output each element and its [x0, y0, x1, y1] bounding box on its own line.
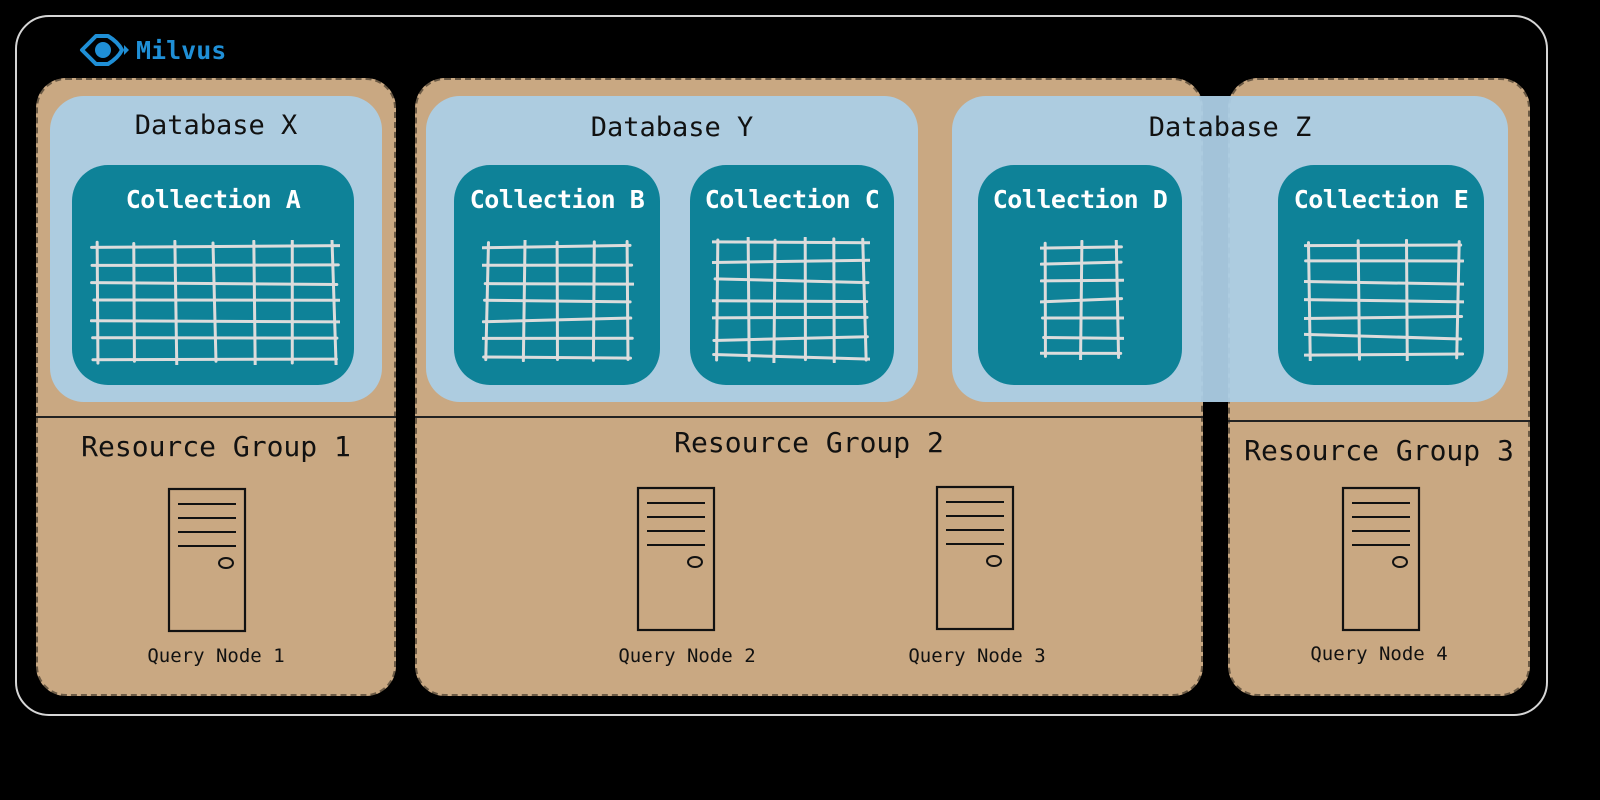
table-grid-icon [482, 240, 634, 362]
resource-group-divider [415, 416, 1203, 418]
collection-title: Collection C [704, 185, 880, 214]
resource-group-divider [1228, 420, 1530, 422]
brand-name: Milvus [136, 35, 227, 65]
query-node-label: Query Node 1 [147, 645, 285, 667]
collection-title: Collection D [992, 185, 1168, 214]
table-grid-icon [712, 237, 870, 363]
database-title: Database Y [590, 112, 754, 143]
server-icon [167, 487, 247, 633]
collection-a: Collection A [72, 165, 354, 385]
collection-title: Collection E [1293, 185, 1469, 214]
milvus-eye-icon [80, 34, 129, 66]
database-title: Database Z [1148, 112, 1312, 143]
table-grid-icon [1040, 240, 1124, 360]
resource-group-title: Resource Group 3 [1244, 434, 1514, 467]
collection-title: Collection B [469, 185, 645, 214]
collection-d: Collection D [978, 165, 1182, 385]
collection-c: Collection C [690, 165, 894, 385]
query-node-label: Query Node 3 [908, 645, 1046, 667]
collection-e: Collection E [1278, 165, 1484, 385]
query-node-label: Query Node 4 [1310, 643, 1448, 665]
collection-b: Collection B [454, 165, 660, 385]
query-node-label: Query Node 2 [618, 645, 756, 667]
resource-group-divider [36, 416, 396, 418]
server-icon [636, 486, 716, 632]
table-grid-icon [1304, 239, 1464, 361]
collection-title: Collection A [125, 185, 301, 214]
server-icon [1341, 486, 1421, 632]
resource-group-title: Resource Group 2 [674, 426, 944, 459]
resource-group-title: Resource Group 1 [81, 430, 351, 463]
milvus-logo: Milvus [78, 32, 226, 68]
server-icon [935, 485, 1015, 631]
database-title: Database X [134, 110, 298, 141]
milvus-frame [15, 15, 1548, 716]
table-grid-icon [90, 240, 340, 365]
